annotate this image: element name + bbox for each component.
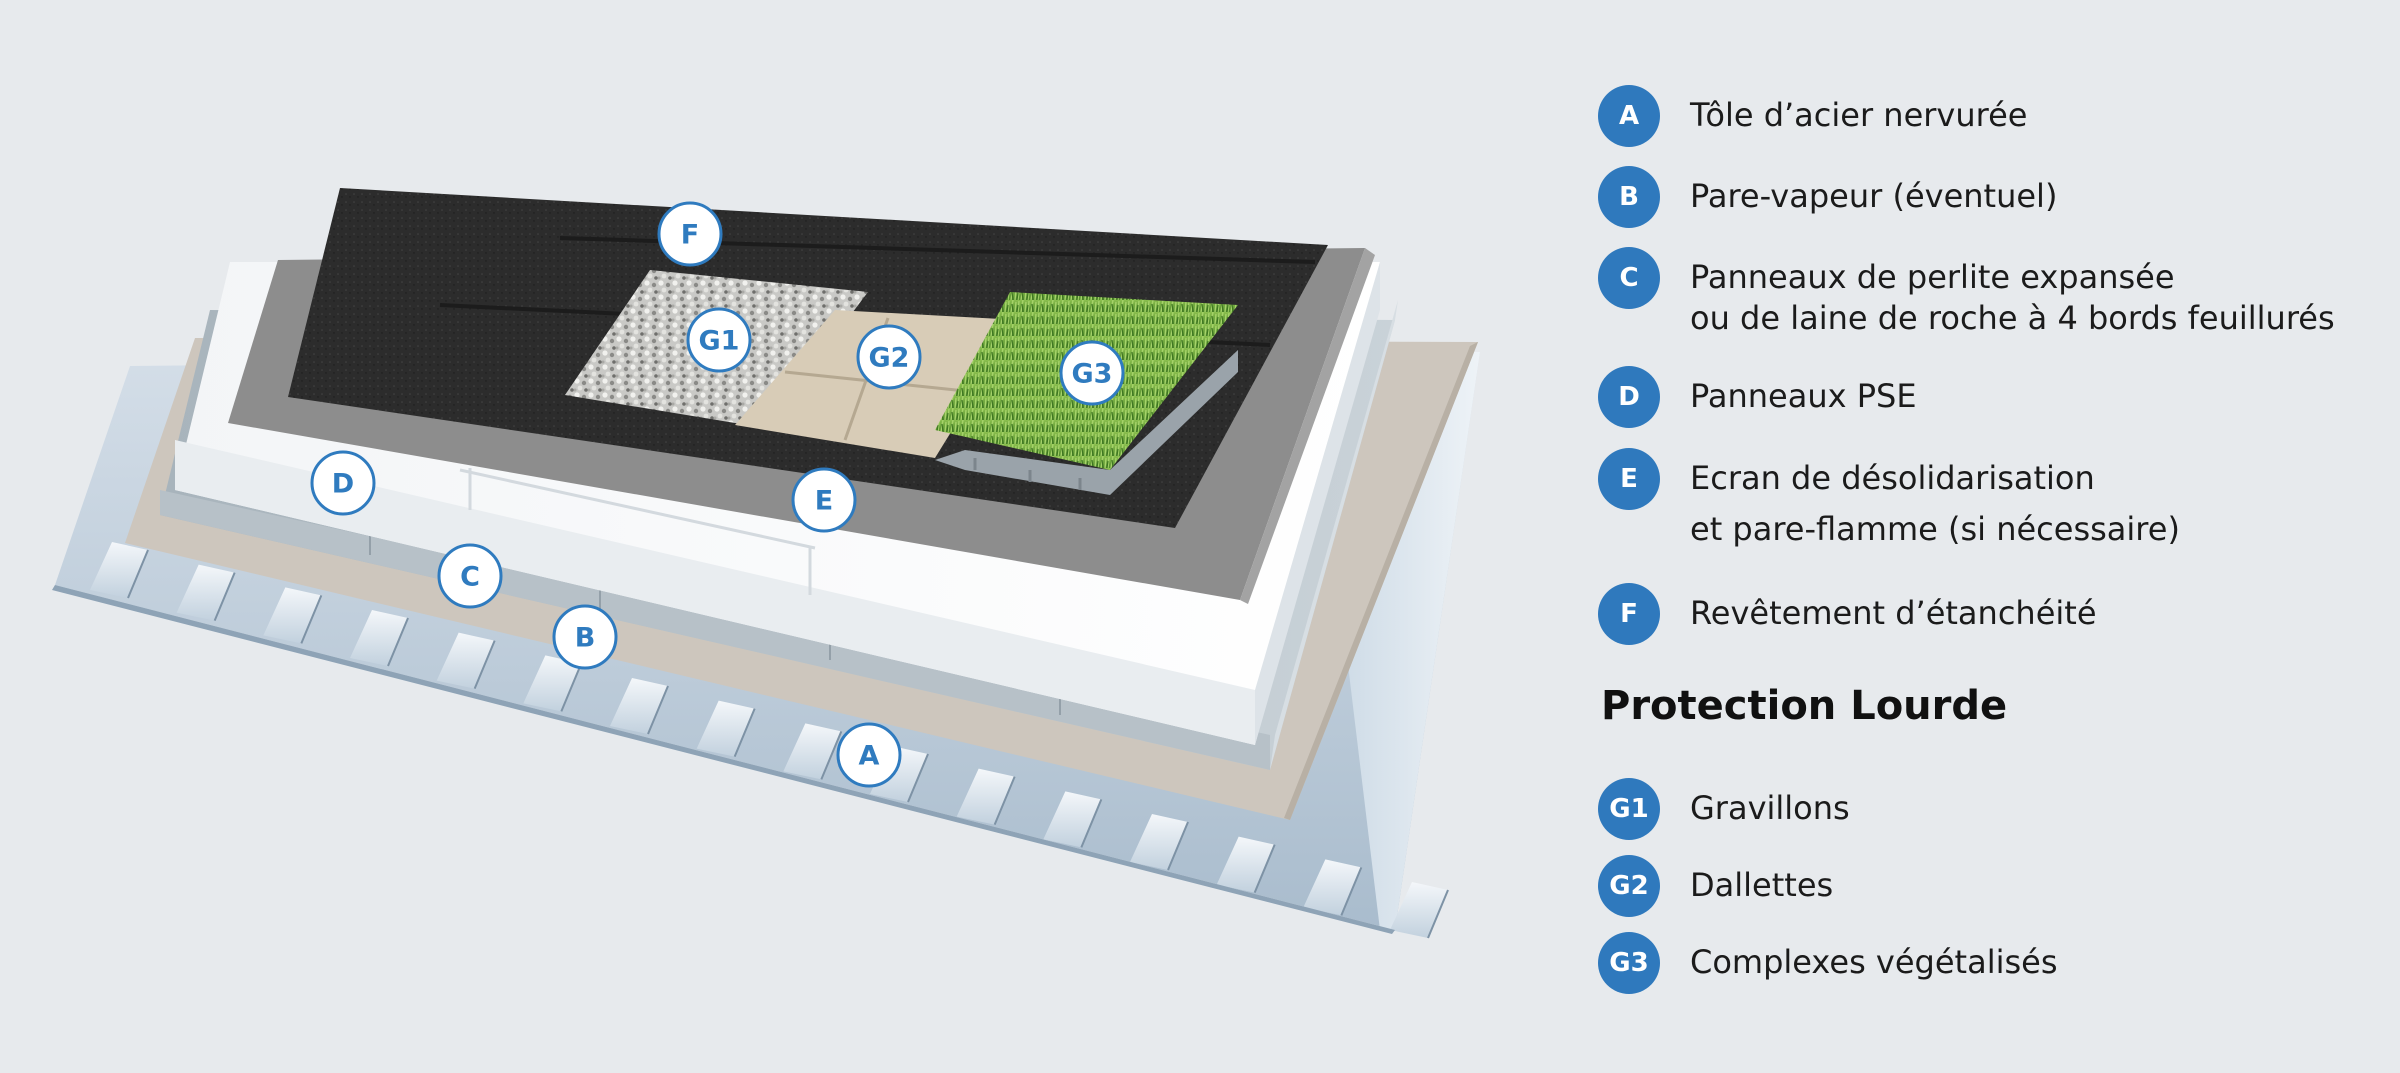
- steel-rib-edge: [1340, 866, 1363, 916]
- legend-label: Pare-vapeur (éventuel): [1690, 166, 2057, 217]
- marker-e: E: [791, 467, 857, 533]
- steel-rib-edge: [473, 640, 496, 690]
- legend-label: Tôle d’acier nervurée: [1690, 85, 2027, 136]
- steel-rib-edge: [1167, 821, 1189, 871]
- legend-label-line: ou de laine de roche à 4 bords feuilluré…: [1690, 299, 2335, 337]
- marker-circle: [791, 467, 857, 533]
- steel-rib-edge: [213, 572, 236, 622]
- legend-label-line: Panneaux PSE: [1690, 377, 1917, 415]
- legend-label-line: Pare-vapeur (éventuel): [1690, 177, 2058, 215]
- steel-rib-edge: [733, 708, 756, 758]
- legend-label-line: Dallettes: [1690, 866, 1834, 904]
- protection-heading: Protection Lourde: [1601, 683, 2008, 729]
- steel-rib-edge: [993, 776, 1016, 826]
- legend-badge: E: [1598, 448, 1660, 510]
- marker-g1: G1: [686, 307, 752, 373]
- legend-item-g1: G1 Gravillons: [1598, 778, 1850, 840]
- marker-label: B: [575, 623, 596, 654]
- legend-label: Ecran de désolidarisation et pare-flamme …: [1690, 448, 2180, 550]
- steel-rib-edge: [300, 594, 323, 644]
- legend-badge: B: [1598, 166, 1660, 228]
- legend-label-line: Tôle d’acier nervurée: [1690, 96, 2028, 134]
- legend-badge: G3: [1598, 932, 1660, 994]
- legend-badge: G1: [1598, 778, 1660, 840]
- marker-label: G2: [869, 343, 910, 374]
- marker-circle: [310, 450, 376, 516]
- legend-label: Dallettes: [1690, 855, 1833, 906]
- legend-label-line: Ecran de désolidarisation: [1690, 459, 2095, 497]
- legend-label: Revêtement d’étanchéité: [1690, 583, 2097, 634]
- marker-label: E: [815, 486, 833, 517]
- legend-badge: G2: [1598, 855, 1660, 917]
- marker-circle: [856, 324, 922, 390]
- marker-label: G3: [1072, 359, 1113, 390]
- legend-label-line: Gravillons: [1690, 789, 1850, 827]
- marker-label: D: [332, 469, 354, 500]
- marker-d: D: [310, 450, 376, 516]
- marker-b: B: [552, 604, 618, 670]
- marker-c: C: [437, 543, 503, 609]
- legend-item-a: A Tôle d’acier nervurée: [1598, 85, 2027, 147]
- marker-a: A: [836, 722, 902, 788]
- legend-item-g2: G2 Dallettes: [1598, 855, 1833, 917]
- legend-badge: C: [1598, 247, 1660, 309]
- legend-label: Panneaux PSE: [1690, 366, 1917, 417]
- steel-rib-edge: [1427, 889, 1449, 939]
- marker-label: F: [681, 220, 699, 251]
- legend-label-line: Complexes végétalisés: [1690, 943, 2058, 981]
- marker-label: C: [460, 562, 480, 593]
- steel-rib-edge: [560, 662, 583, 712]
- legend-badge: D: [1598, 366, 1660, 428]
- legend-item-g3: G3 Complexes végétalisés: [1598, 932, 2058, 994]
- legend-label-line: et pare-flamme (si nécessaire): [1690, 510, 2180, 548]
- steel-rib-edge: [387, 617, 409, 667]
- marker-circle: [686, 307, 752, 373]
- steel-rib-edge: [907, 753, 929, 803]
- legend-item-f: F Revêtement d’étanchéité: [1598, 583, 2097, 645]
- steel-rib-edge: [127, 549, 149, 599]
- legend-badge: F: [1598, 583, 1660, 645]
- legend-item-e: E Ecran de désolidarisation et pare-flamme…: [1598, 448, 2180, 550]
- steel-rib-edge: [1253, 844, 1276, 894]
- marker-circle: [657, 201, 723, 267]
- legend-item-d: D Panneaux PSE: [1598, 366, 1917, 428]
- steel-rib-edge: [1080, 798, 1103, 848]
- marker-circle: [437, 543, 503, 609]
- steel-rib-edge: [820, 730, 843, 780]
- marker-circle: [1059, 340, 1125, 406]
- steel-rib-edge: [647, 685, 669, 735]
- legend-item-b: B Pare-vapeur (éventuel): [1598, 166, 2057, 228]
- marker-label: G1: [699, 326, 740, 357]
- marker-circle: [552, 604, 618, 670]
- legend-label-line: Panneaux de perlite expansée: [1690, 258, 2175, 296]
- legend-badge: A: [1598, 85, 1660, 147]
- marker-circle: [836, 722, 902, 788]
- legend-label-line: Revêtement d’étanchéité: [1690, 594, 2097, 632]
- marker-label: A: [859, 741, 880, 772]
- marker-g2: G2: [856, 324, 922, 390]
- legend-label: Gravillons: [1690, 778, 1850, 829]
- marker-g3: G3: [1059, 340, 1125, 406]
- marker-f: F: [657, 201, 723, 267]
- legend-label: Complexes végétalisés: [1690, 932, 2058, 983]
